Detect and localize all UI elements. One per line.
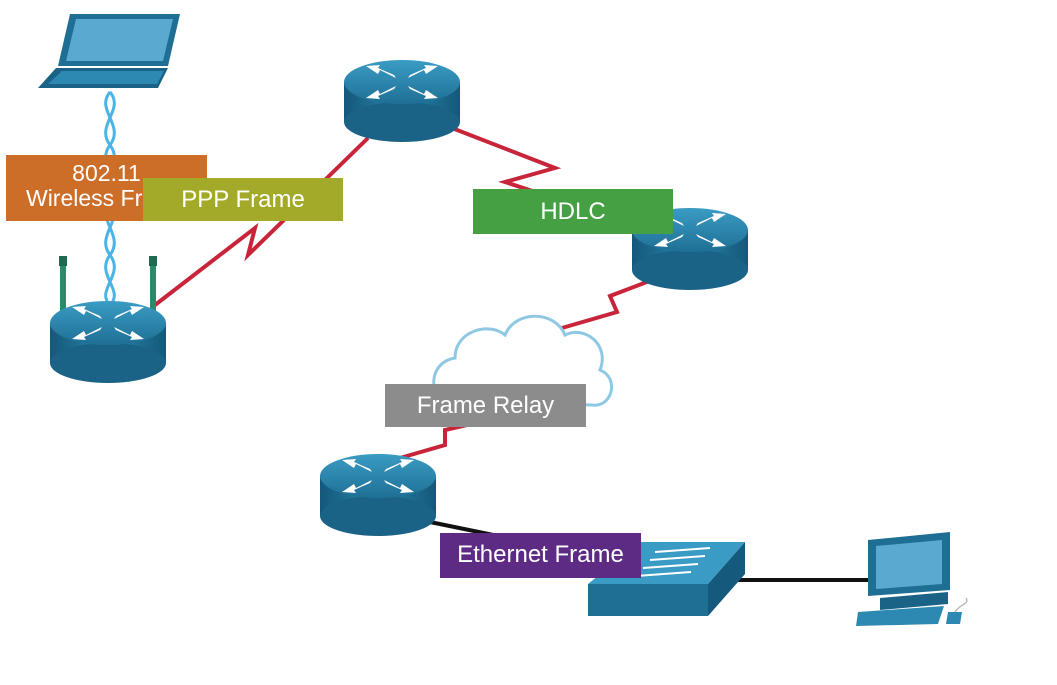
ppp-frame-label: PPP Frame [143,178,343,221]
frame-relay-label: Frame Relay [385,384,586,427]
antenna-icon [59,256,157,312]
cloud-icon [432,314,613,407]
frame-relay-link-upper [554,278,653,332]
hdlc-label: HDLC [473,189,673,234]
wireless-label-line1: 802.11 [72,160,141,186]
laptop-icon [38,14,180,88]
pc-icon [856,532,968,626]
router-bottom-icon [320,454,436,536]
wireless-router-icon [50,301,166,383]
router-top-icon [344,60,460,142]
frame-relay-link-lower [399,420,481,460]
ethernet-frame-label: Ethernet Frame [440,533,641,578]
